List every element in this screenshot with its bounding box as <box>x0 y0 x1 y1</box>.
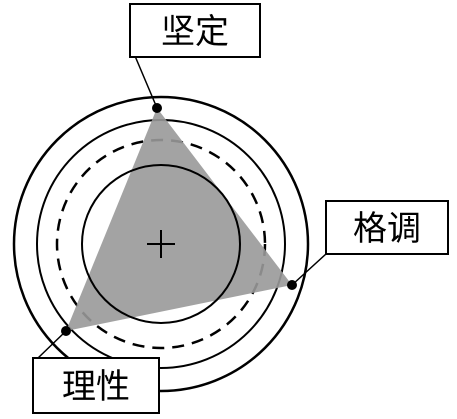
label-bottom-left-text: 理性 <box>62 367 130 407</box>
label-bottom-left: 理性 <box>32 357 160 414</box>
label-top-text: 坚定 <box>161 12 229 52</box>
label-right: 格调 <box>325 200 449 255</box>
vertex-dot-right <box>287 280 297 290</box>
vertex-dot-bottom-left <box>61 326 71 336</box>
score-triangle <box>66 108 292 331</box>
leader-line-right <box>291 253 327 286</box>
label-right-text: 格调 <box>353 209 421 249</box>
label-top: 坚定 <box>129 3 261 58</box>
outer-ring <box>12 95 310 393</box>
center-cross-icon <box>147 230 175 258</box>
vertex-dot-top <box>152 103 162 113</box>
inner-ring <box>81 164 241 324</box>
leader-line-top <box>134 55 158 109</box>
leader-line-bottom-left <box>37 330 67 359</box>
